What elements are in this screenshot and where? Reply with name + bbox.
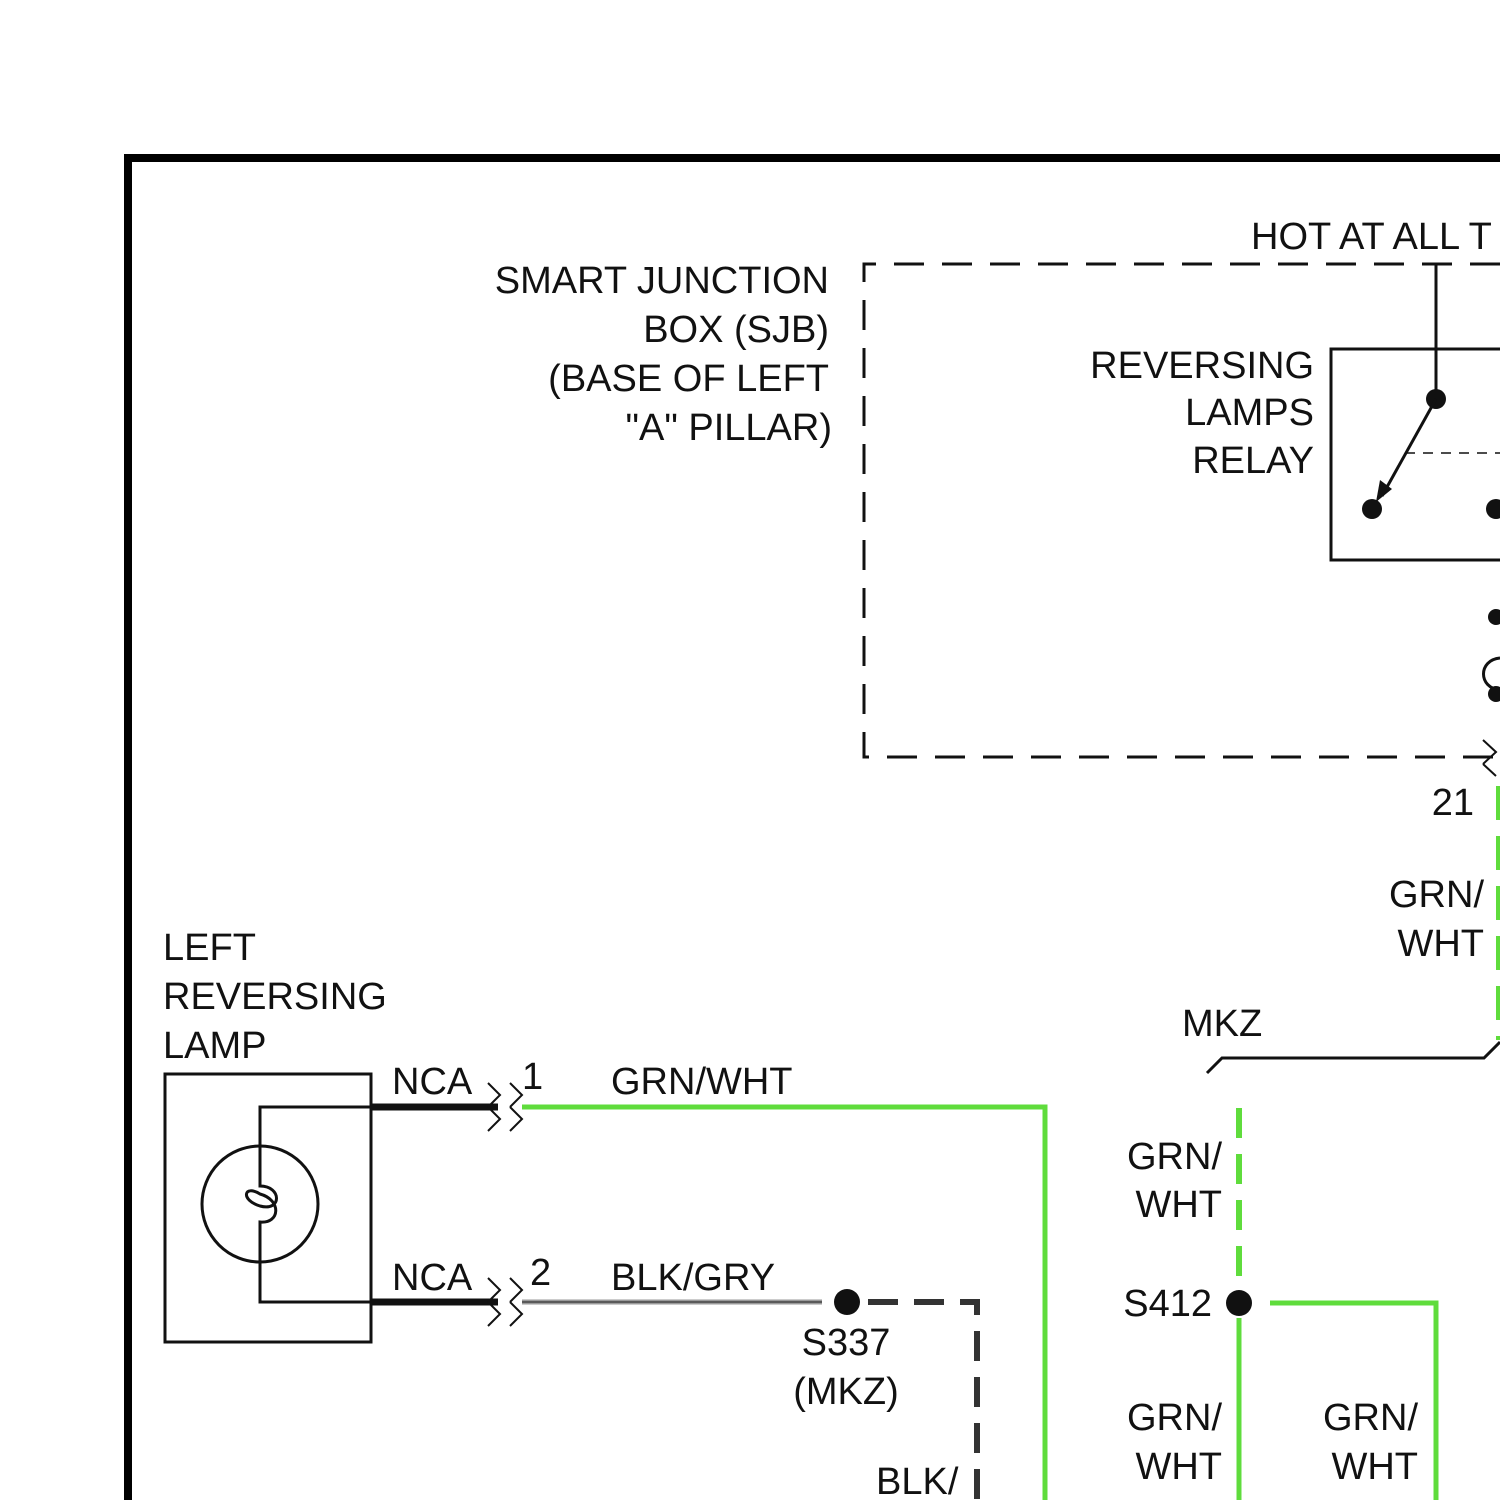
fuse-terminal-bottom (1488, 686, 1500, 702)
lamp-title-line1: LEFT (163, 927, 256, 969)
lamp-inner-conductor (260, 1107, 371, 1302)
relay-title-line2: LAMPS (1185, 392, 1314, 434)
sjb-title-line1: SMART JUNCTION (495, 260, 829, 302)
wire-color-label-sjb-2: WHT (1397, 923, 1484, 965)
mkz-option-line (1207, 1042, 1500, 1073)
splice-s337-label: S337 (802, 1322, 891, 1364)
lamp-title-line3: LAMP (163, 1025, 266, 1067)
relay-no-terminal (1486, 499, 1500, 519)
wire-color-label-pin1: GRN/WHT (611, 1061, 793, 1103)
wire-color-label-mkz-1: GRN/ (1127, 1136, 1222, 1178)
relay-switch-arm (1382, 399, 1436, 496)
relay-box (1331, 349, 1500, 560)
wire-color-label-sjb-1: GRN/ (1389, 874, 1484, 916)
wire-color-label-s412-branch-2: WHT (1331, 1446, 1418, 1488)
nca-label-2: NCA (392, 1257, 473, 1299)
connector-pin-2-label: 2 (530, 1252, 551, 1294)
sjb-title-line4: "A" PILLAR) (626, 407, 833, 449)
wire-color-label-s412-down-1: GRN/ (1127, 1397, 1222, 1439)
fuse-icon (1484, 658, 1500, 690)
wire-color-label-mkz-2: WHT (1135, 1184, 1222, 1226)
bulb-filament-icon (246, 1168, 276, 1240)
mkz-option-label: MKZ (1182, 1003, 1262, 1045)
relay-title-line3: RELAY (1192, 440, 1314, 482)
splice-s337 (834, 1289, 860, 1315)
splice-s412-label: S412 (1123, 1283, 1212, 1325)
sjb-pin-21-label: 21 (1432, 782, 1474, 824)
sjb-boundary (864, 264, 1500, 757)
splice-s337-sublabel: (MKZ) (793, 1371, 899, 1413)
sjb-title-line3: (BASE OF LEFT (548, 358, 829, 400)
wire-color-label-s412-down-2: WHT (1135, 1446, 1222, 1488)
nca-label-1: NCA (392, 1061, 473, 1103)
sjb-title-line2: BOX (SJB) (643, 309, 829, 351)
relay-nc-terminal (1362, 499, 1382, 519)
wire-color-label-pin2: BLK/GRY (611, 1257, 775, 1299)
hot-at-all-times-label: HOT AT ALL T (1251, 216, 1492, 258)
splice-s412 (1226, 1290, 1252, 1316)
wire-color-label-s412-branch-1: GRN/ (1323, 1397, 1418, 1439)
wire-color-label-blk: BLK/ (876, 1461, 959, 1500)
connector-pin-1-label: 1 (522, 1056, 543, 1098)
lamp-title-line2: REVERSING (163, 976, 387, 1018)
relay-title-line1: REVERSING (1090, 345, 1314, 387)
fuse-terminal-top (1488, 609, 1500, 625)
